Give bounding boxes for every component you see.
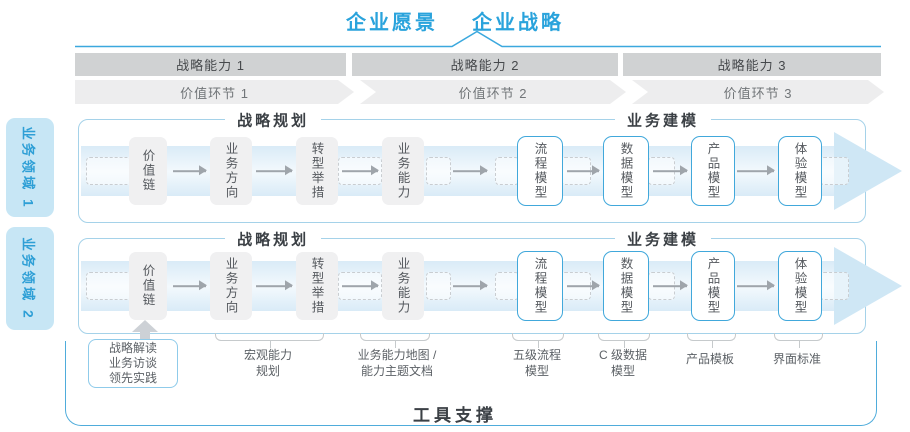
row1-modeling-title: 业务建模 (614, 109, 711, 131)
business-domain-1: 业务领域 1 (6, 118, 54, 217)
box-value-chain: 价值链 (129, 252, 167, 320)
dashed-placeholder (495, 272, 519, 300)
flow-arrow-icon (342, 281, 379, 290)
value-link-1-label: 价值环节 1 (180, 85, 249, 101)
anno-line: 宏观能力 (243, 348, 293, 362)
value-link-1: 价值环节 1 (75, 80, 354, 104)
flow-arrow-icon (653, 281, 688, 290)
value-link-3: 价值环节 3 (632, 80, 884, 104)
business-domain-1-label: 业务领域 1 (21, 125, 37, 210)
box-process-model: 流程模型 (517, 251, 563, 321)
box-business-capability: 业务能力 (382, 252, 424, 320)
box-transformation-initiatives: 转型举措 (296, 137, 338, 205)
annotation-data-c-level: C 级数据 模型 (599, 348, 647, 379)
bracket-icon (687, 333, 736, 348)
capability-bar-2-label: 战略能力 2 (450, 58, 520, 73)
annotation-practice-box: 战略解读 业务访谈 领先实践 (88, 339, 178, 388)
business-domain-2: 业务领域 2 (6, 227, 54, 330)
anno-line: 模型 (610, 363, 636, 378)
flow-arrow-icon (567, 281, 600, 290)
bracket-icon (598, 333, 650, 348)
annotation-process-l5: 五级流程 模型 (513, 348, 561, 379)
anno-line: 能力主题文档 (360, 363, 434, 378)
practice-line-3: 领先实践 (108, 371, 157, 385)
box-product-model: 产品模型 (691, 251, 735, 321)
flow-arrow-icon (737, 281, 775, 290)
box-business-direction: 业务方向 (210, 252, 252, 320)
flow-arrow-icon (453, 166, 488, 175)
business-domain-2-label: 业务领域 2 (21, 236, 37, 321)
dashed-placeholder (426, 157, 451, 185)
flow-arrow-icon (173, 281, 207, 290)
flow-row-1: 战略规划 业务建模 价值链 业务方向 转型举措 业务能力 流程模型 数据模型 产… (78, 109, 902, 223)
strategy-title: 企业战略 (472, 12, 564, 34)
tools-support-label: 工具支撑 (413, 406, 497, 425)
anno-line: 界面标准 (772, 352, 822, 366)
bracket-icon (360, 333, 430, 348)
flow-arrow-icon (256, 281, 293, 290)
flow-arrow-icon (173, 166, 207, 175)
practice-line-2: 业务访谈 (108, 356, 157, 370)
header-title: 企业愿景 企业战略 (0, 6, 910, 35)
box-data-model: 数据模型 (603, 136, 649, 206)
dashed-placeholder (820, 157, 849, 185)
annotation-capability-map: 业务能力地图 / 能力主题文档 (358, 348, 437, 379)
box-process-model: 流程模型 (517, 136, 563, 206)
capability-bar-1-label: 战略能力 1 (176, 58, 245, 73)
value-link-3-label: 价值环节 3 (723, 85, 793, 101)
flow-row-2: 战略规划 业务建模 价值链 业务方向 转型举措 业务能力 流程模型 数据模型 产… (78, 228, 902, 334)
box-experience-model: 体验模型 (778, 251, 822, 321)
anno-line: 五级流程 (512, 348, 562, 362)
value-link-2: 价值环节 2 (360, 80, 626, 104)
row1-planning-title: 战略规划 (225, 109, 322, 131)
box-experience-model: 体验模型 (778, 136, 822, 206)
flow-arrow-icon (342, 166, 379, 175)
dashed-placeholder (86, 157, 131, 185)
anno-line: 业务能力地图 / (357, 348, 437, 362)
flow-arrow-icon (256, 166, 293, 175)
annotation-macro-capability: 宏观能力 规划 (244, 348, 292, 379)
bracket-icon (512, 333, 564, 348)
up-arrow-icon (132, 320, 158, 340)
dashed-placeholder (495, 157, 519, 185)
row2-modeling-title: 业务建模 (614, 228, 711, 250)
flow-arrow-icon (653, 166, 688, 175)
annotation-product-template: 产品模板 (686, 352, 734, 368)
anno-line: 模型 (524, 363, 550, 378)
box-transformation-initiatives: 转型举措 (296, 252, 338, 320)
flow-arrow-icon (453, 281, 488, 290)
capability-bar-1: 战略能力 1 (75, 53, 346, 76)
flow-arrow-icon (567, 166, 600, 175)
dashed-placeholder (426, 272, 451, 300)
annotation-ui-standard: 界面标准 (773, 352, 821, 368)
up-arrow-stem (140, 332, 150, 340)
box-data-model: 数据模型 (603, 251, 649, 321)
row2-planning-title: 战略规划 (225, 228, 322, 250)
practice-line-1: 战略解读 (108, 341, 157, 355)
dashed-placeholder (820, 272, 849, 300)
header-pointer-line (75, 30, 881, 48)
capability-bar-3: 战略能力 3 (623, 53, 881, 76)
bracket-icon (774, 333, 823, 348)
vision-title: 企业愿景 (346, 12, 438, 34)
box-value-chain: 价值链 (129, 137, 167, 205)
anno-line: 产品模板 (685, 352, 735, 366)
flow-arrow-icon (737, 166, 775, 175)
box-product-model: 产品模型 (691, 136, 735, 206)
box-business-direction: 业务方向 (210, 137, 252, 205)
tools-support-container (65, 341, 877, 426)
value-link-2-label: 价值环节 2 (458, 85, 528, 101)
box-business-capability: 业务能力 (382, 137, 424, 205)
anno-line: 规划 (255, 363, 281, 378)
up-arrow-head (132, 320, 158, 332)
capability-bar-3-label: 战略能力 3 (717, 58, 787, 73)
anno-line: C 级数据 (598, 348, 648, 362)
capability-bar-2: 战略能力 2 (352, 53, 618, 76)
bracket-icon (215, 333, 324, 348)
dashed-placeholder (86, 272, 131, 300)
